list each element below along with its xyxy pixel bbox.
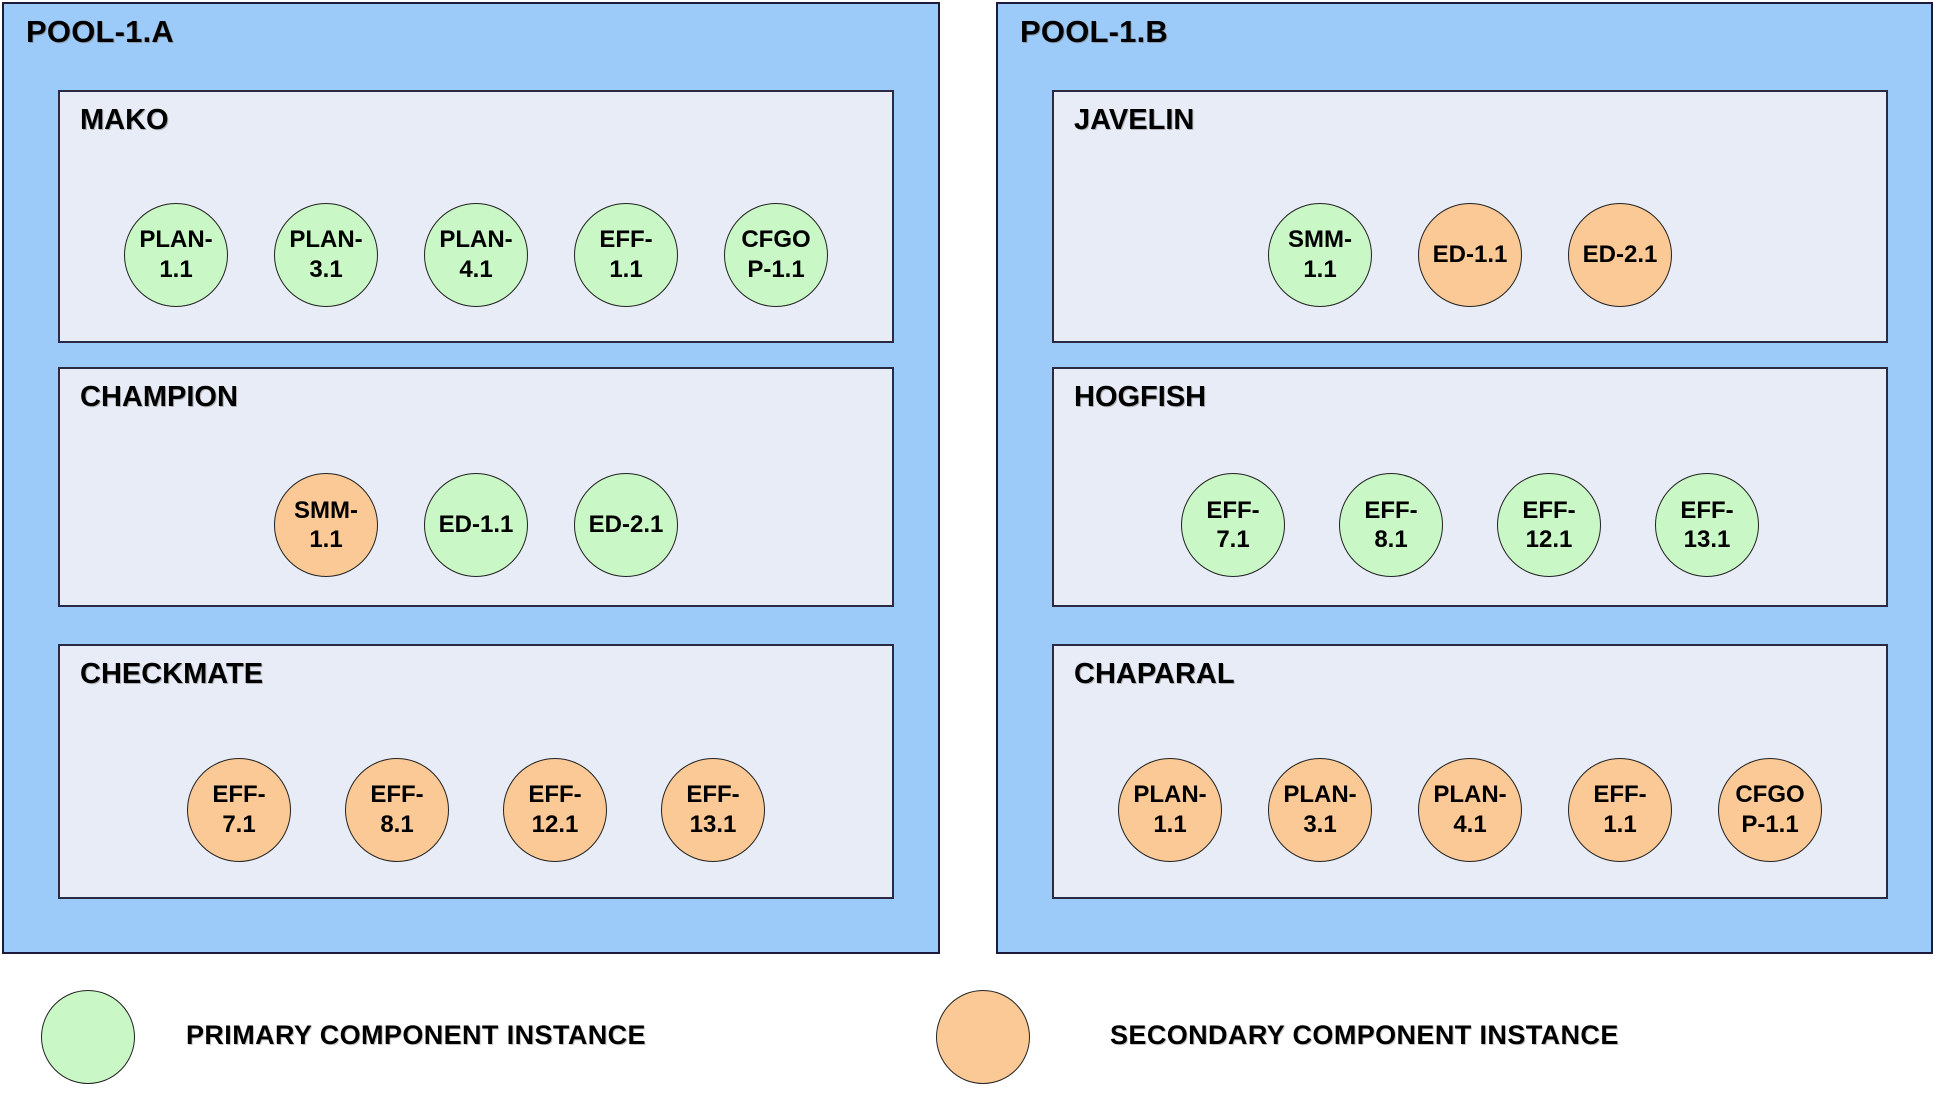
component-instance-node[interactable]: PLAN-3.1: [1268, 757, 1372, 862]
component-instance-node[interactable]: ED-1.1: [1418, 202, 1522, 307]
component-instance-node[interactable]: PLAN-1.1: [124, 202, 228, 307]
legend-swatch-secondary: [936, 990, 1030, 1084]
subsystem-title: MAKO: [80, 104, 169, 136]
node-label-line: EFF-: [370, 781, 424, 809]
node-label-line: 12.1: [1525, 526, 1573, 553]
node-label-line: 8.1: [380, 810, 414, 838]
subsystem-group-box[interactable]: JAVELIN SMM-1.1 ED-1.1 ED-2.1: [1052, 90, 1888, 343]
node-label-line: 12.1: [531, 810, 579, 838]
node-label-line: 1.1: [159, 255, 193, 283]
subsystem-group-box[interactable]: CHAMPION SMM-1.1 ED-1.1 ED-2.1: [58, 367, 894, 607]
component-instance-node[interactable]: EFF-7.1: [1181, 473, 1285, 577]
node-label-line: 7.1: [222, 810, 256, 838]
node-label-line: EFF-: [1364, 496, 1418, 524]
component-instance-node[interactable]: PLAN-3.1: [274, 202, 378, 307]
subsystem-title: CHAPARAL: [1074, 658, 1235, 690]
node-label-line: EFF-: [212, 781, 266, 809]
node-label-line: 1.1: [1603, 810, 1637, 838]
node-label-line: 1.1: [609, 255, 643, 283]
node-label-line: EFF-: [1206, 496, 1260, 524]
node-row: SMM-1.1 ED-1.1 ED-2.1: [1054, 164, 1886, 345]
node-label-line: PLAN-: [1283, 781, 1357, 809]
node-label-line: PLAN-: [139, 226, 213, 254]
component-instance-node[interactable]: ED-2.1: [574, 473, 678, 577]
node-label-line: EFF-: [1593, 781, 1647, 809]
node-label-line: SMM-: [294, 496, 358, 524]
node-label-line: 4.1: [1453, 810, 1487, 838]
node-label-line: ED-1.1: [1432, 240, 1508, 268]
component-instance-node[interactable]: ED-2.1: [1568, 202, 1672, 307]
node-label-line: 1.1: [309, 526, 343, 553]
subsystem-title: CHECKMATE: [80, 658, 264, 690]
node-label-line: 3.1: [1303, 810, 1337, 838]
node-label-line: 7.1: [1216, 526, 1250, 553]
node-row: SMM-1.1 ED-1.1 ED-2.1: [60, 441, 892, 609]
node-label-line: P-1.1: [1741, 810, 1799, 838]
node-label-line: 8.1: [1374, 526, 1408, 553]
component-instance-node[interactable]: ED-1.1: [424, 473, 528, 577]
node-label-line: PLAN-: [1433, 781, 1507, 809]
node-label-line: 13.1: [689, 810, 737, 838]
node-label-line: CFGO: [1735, 781, 1805, 809]
component-instance-node[interactable]: SMM-1.1: [1268, 202, 1372, 307]
subsystem-title: CHAMPION: [80, 381, 238, 413]
node-label-line: CFGO: [741, 226, 811, 254]
legend-label: SECONDARY COMPONENT INSTANCE: [1110, 1020, 1619, 1050]
pool-title: POOL-1.B: [1020, 14, 1169, 49]
component-instance-node[interactable]: EFF-12.1: [1497, 473, 1601, 577]
component-instance-node[interactable]: EFF-8.1: [1339, 473, 1443, 577]
node-label-line: 1.1: [1153, 810, 1187, 838]
component-instance-node[interactable]: PLAN-1.1: [1118, 757, 1222, 862]
node-label-line: 4.1: [459, 255, 493, 283]
node-label-line: 1.1: [1303, 255, 1337, 283]
node-label-line: PLAN-: [1133, 781, 1207, 809]
node-label-line: EFF-: [686, 781, 740, 809]
component-instance-node[interactable]: EFF-13.1: [1655, 473, 1759, 577]
pool-title: POOL-1.A: [26, 14, 175, 49]
node-label-line: SMM-: [1288, 226, 1352, 254]
component-instance-node[interactable]: PLAN-4.1: [424, 202, 528, 307]
node-label-line: EFF-: [528, 781, 582, 809]
component-instance-node[interactable]: EFF-8.1: [345, 757, 449, 862]
legend-swatch-primary: [41, 990, 135, 1084]
component-instance-node[interactable]: EFF-12.1: [503, 757, 607, 862]
node-label-line: P-1.1: [747, 255, 805, 283]
node-label-line: PLAN-: [289, 226, 363, 254]
subsystem-title: HOGFISH: [1074, 381, 1207, 413]
component-instance-node[interactable]: EFF-7.1: [187, 757, 291, 862]
node-label-line: PLAN-: [439, 226, 513, 254]
component-instance-node[interactable]: EFF-1.1: [574, 202, 678, 307]
component-instance-node[interactable]: PLAN-4.1: [1418, 757, 1522, 862]
node-label-line: ED-2.1: [1582, 240, 1658, 268]
component-instance-node[interactable]: EFF-1.1: [1568, 757, 1672, 862]
node-label-line: EFF-: [599, 226, 653, 254]
component-instance-node[interactable]: EFF-13.1: [661, 757, 765, 862]
node-label-line: 13.1: [1683, 526, 1731, 553]
node-label-line: ED-1.1: [438, 511, 514, 539]
component-instance-node[interactable]: SMM-1.1: [274, 473, 378, 577]
node-label-line: 3.1: [309, 255, 343, 283]
subsystem-title: JAVELIN: [1074, 104, 1195, 136]
node-label-line: ED-2.1: [588, 511, 664, 539]
node-label-line: EFF-: [1522, 496, 1576, 524]
legend-label: PRIMARY COMPONENT INSTANCE: [186, 1020, 646, 1050]
node-label-line: EFF-: [1680, 496, 1734, 524]
